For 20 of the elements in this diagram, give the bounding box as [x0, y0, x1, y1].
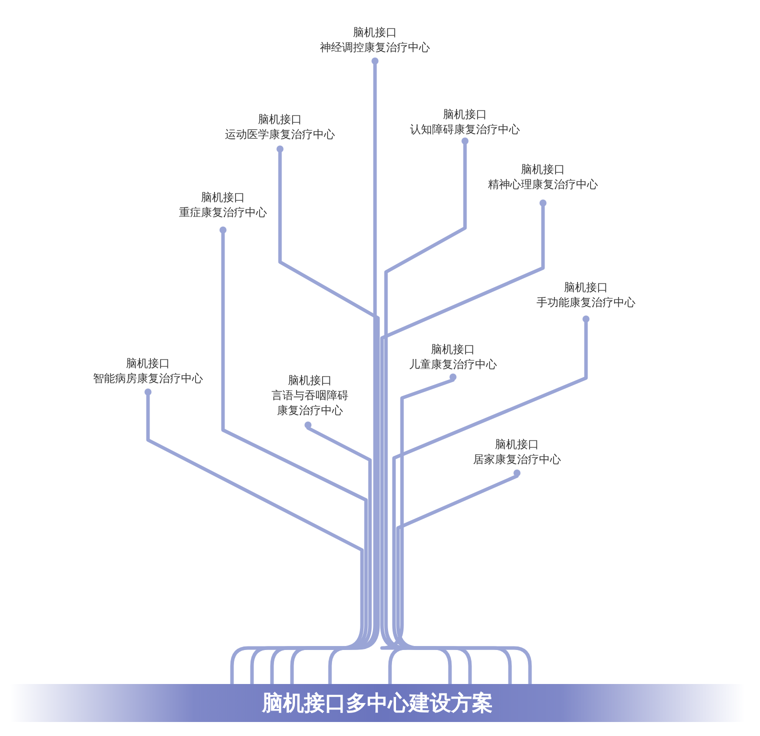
- center-label: 脑机接口 精神心理康复治疗中心: [463, 162, 623, 202]
- branch-line: [384, 138, 468, 684]
- center-label: 脑机接口 重症康复治疗中心: [143, 190, 303, 229]
- center-label: 脑机接口 居家康复治疗中心: [437, 437, 597, 472]
- branch-line: [392, 316, 590, 684]
- center-label: 脑机接口 认知障碍康复治疗中心: [385, 107, 545, 140]
- branch-line: [396, 470, 532, 684]
- center-label: 脑机接口 运动医学康复治疗中心: [200, 112, 360, 148]
- branch-line: [380, 374, 456, 684]
- center-label: 脑机接口 言语与吞咽障碍康复治疗中心: [268, 373, 352, 424]
- center-label: 脑机接口 手功能康复治疗中心: [506, 280, 666, 318]
- center-label: 脑机接口 智能病房康复治疗中心: [68, 356, 228, 391]
- branch-line: [328, 58, 378, 684]
- center-label: 脑机接口 神经调控康复治疗中心: [295, 25, 455, 60]
- branch-line: [276, 146, 380, 684]
- branch-line: [144, 388, 364, 684]
- branch-line: [270, 422, 372, 684]
- center-label: 脑机接口 儿童康复治疗中心: [373, 342, 533, 376]
- branch-line: [380, 200, 546, 684]
- branch-line: [220, 226, 368, 684]
